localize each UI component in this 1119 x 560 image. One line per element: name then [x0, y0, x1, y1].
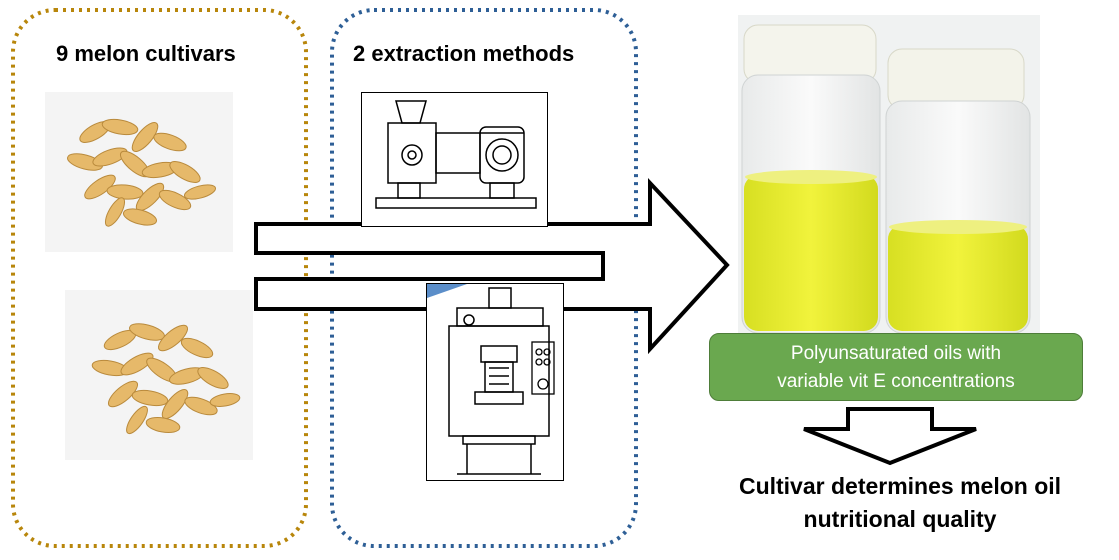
methods-title: 2 extraction methods: [353, 41, 575, 66]
control-panel-icon: [531, 341, 555, 395]
melon-seeds-photo-bottom: [65, 290, 253, 460]
down-arrow: [803, 407, 977, 466]
screw-press-icon: [361, 92, 548, 227]
conclusion-line2: nutritional quality: [803, 506, 997, 532]
melon-seeds-photo-top: [45, 92, 233, 252]
methods-panel: [330, 8, 638, 548]
conclusion-text: Cultivar determines melon oil nutritiona…: [700, 470, 1100, 536]
hydraulic-press-icon: [426, 283, 564, 481]
cultivars-panel: [11, 8, 308, 548]
cultivars-title: 9 melon cultivars: [56, 41, 236, 66]
conclusion-line1: Cultivar determines melon oil: [738, 473, 1062, 499]
oil-description-line1: Polyunsaturated oils with: [790, 343, 1002, 364]
oil-description-box: Polyunsaturated oils with variable vit E…: [709, 333, 1083, 401]
oil-jars-photo: [738, 15, 1040, 335]
oil-description-line2: variable vit E concentrations: [777, 371, 1015, 392]
